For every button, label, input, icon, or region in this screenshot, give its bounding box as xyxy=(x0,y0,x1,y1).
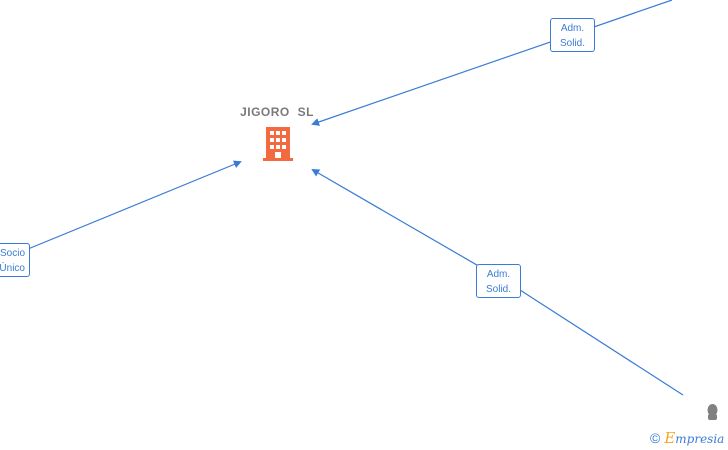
relation-top-line2: Solid. xyxy=(559,38,585,49)
relation-top-line1: Adm. xyxy=(560,23,585,34)
relation-label-top[interactable]: Adm. Solid. xyxy=(550,18,595,52)
brand-name: mpresia xyxy=(675,432,725,446)
edge-top xyxy=(311,0,673,126)
person-icon[interactable] xyxy=(706,404,719,422)
relation-left-line1: Socio xyxy=(0,248,25,259)
brand-initial: E xyxy=(664,429,676,447)
copyright-symbol: © xyxy=(650,430,661,446)
relation-middle-line1: Adm. xyxy=(486,269,511,280)
relation-label-middle[interactable]: Adm. Solid. xyxy=(476,264,521,298)
footer-brand[interactable]: ©Empresia xyxy=(650,429,724,447)
building-icon[interactable] xyxy=(262,127,294,161)
relation-left-line2: Único xyxy=(0,263,25,274)
company-name[interactable]: JIGORO SL xyxy=(240,105,314,119)
edge-left xyxy=(27,160,242,250)
relation-label-left[interactable]: Socio Único xyxy=(0,243,30,277)
relation-middle-line2: Solid. xyxy=(485,284,511,295)
